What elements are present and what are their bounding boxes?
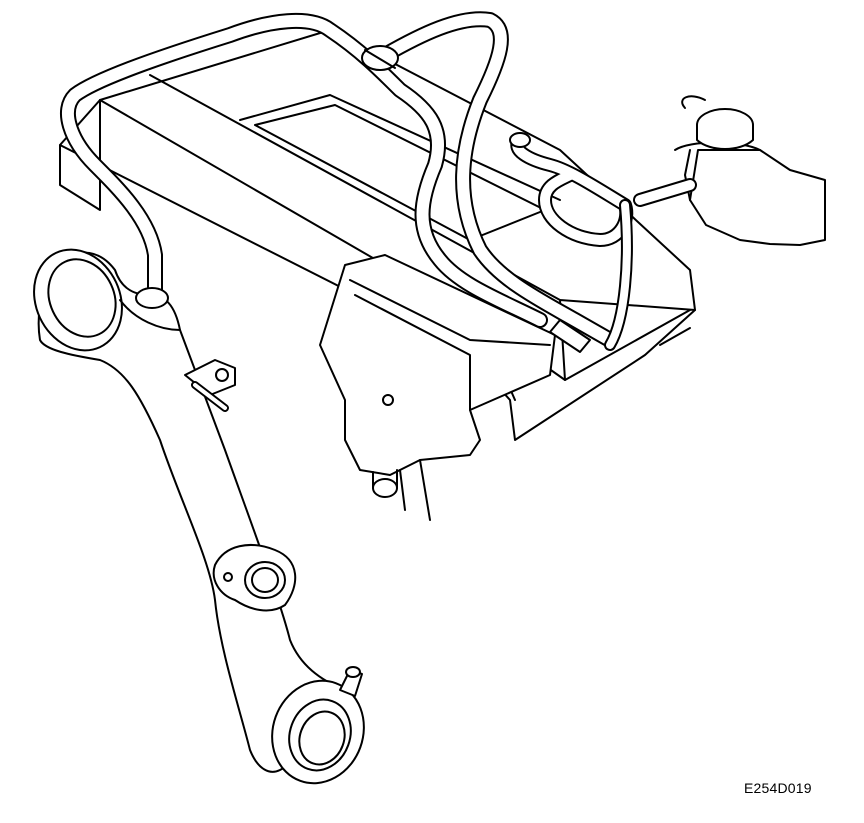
expansion-tank <box>675 143 825 246</box>
flange-bolt <box>340 667 362 696</box>
bracket-fitting <box>373 470 397 497</box>
hose-connector-right <box>550 320 590 352</box>
bleed-hose-loop <box>510 133 627 345</box>
tank-outlet-hose <box>640 185 690 200</box>
coolant-hose-left <box>68 21 540 320</box>
pipe-bracket-tab <box>185 360 235 408</box>
mounting-bracket <box>320 255 555 520</box>
figure-reference-code: E254D019 <box>744 780 812 796</box>
tank-cap <box>682 96 753 149</box>
hose-clamp-top <box>362 46 398 70</box>
pipe-mid-flange <box>214 545 296 610</box>
pipe-outlet-flange <box>258 668 378 797</box>
coolant-hose-right <box>385 19 610 340</box>
pipe-inlet-fitting <box>136 288 168 308</box>
